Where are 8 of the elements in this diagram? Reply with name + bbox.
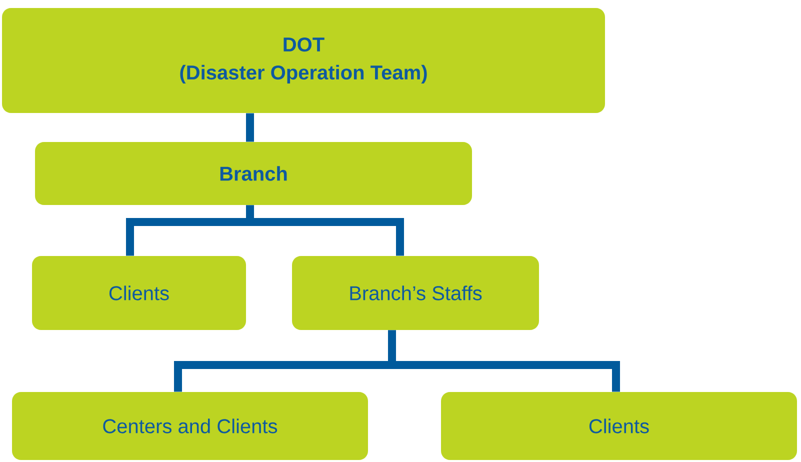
- org-box: Clients: [441, 392, 797, 460]
- org-box: Clients: [32, 256, 246, 330]
- org-box: DOT (Disaster Operation Team): [2, 8, 605, 113]
- connector-line: [388, 330, 620, 392]
- org-box: Centers and Clients: [12, 392, 368, 460]
- org-box: Branch’s Staffs: [292, 256, 539, 330]
- connector-line: [246, 113, 254, 142]
- org-box: Branch: [35, 142, 472, 205]
